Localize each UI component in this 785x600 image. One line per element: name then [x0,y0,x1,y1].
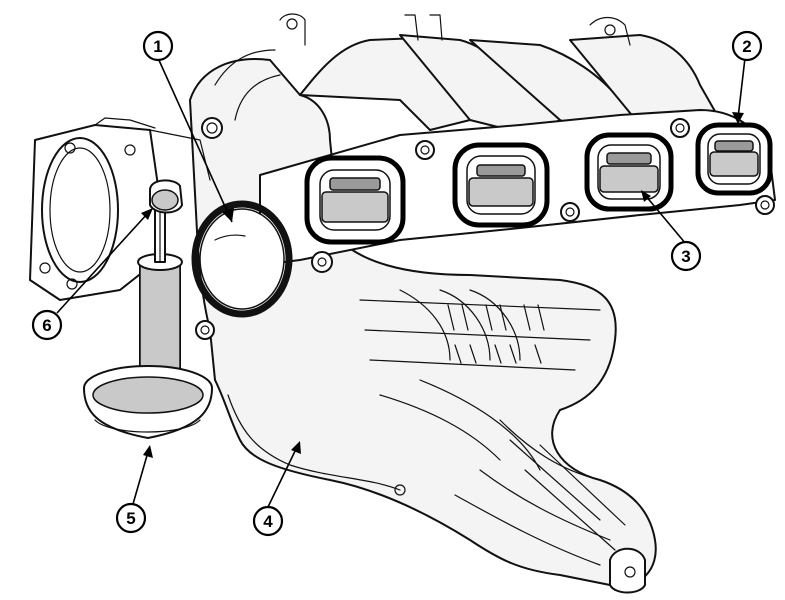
callout-4: 4 [252,505,284,537]
callout-2: 2 [731,30,763,62]
callout-6-label: 6 [42,316,51,335]
port-4 [695,122,773,196]
callout-5: 5 [115,502,147,534]
callout-2-label: 2 [742,37,751,56]
port-gaskets [304,122,773,245]
callout-5-label: 5 [126,509,135,528]
callout-1: 1 [142,30,174,62]
callout-3: 3 [670,240,702,272]
port-3 [584,132,674,212]
leader-lines [56,57,746,508]
oil-separator [83,179,213,439]
callout-1-label: 1 [153,37,162,56]
inlet-gasket [191,200,293,318]
manifold-runners [214,13,721,141]
callout-4-label: 4 [263,512,273,531]
callout-3-label: 3 [681,247,690,266]
port-1 [304,155,406,245]
throttle-body [29,117,211,301]
callout-6: 6 [31,309,63,341]
port-2 [452,142,550,228]
